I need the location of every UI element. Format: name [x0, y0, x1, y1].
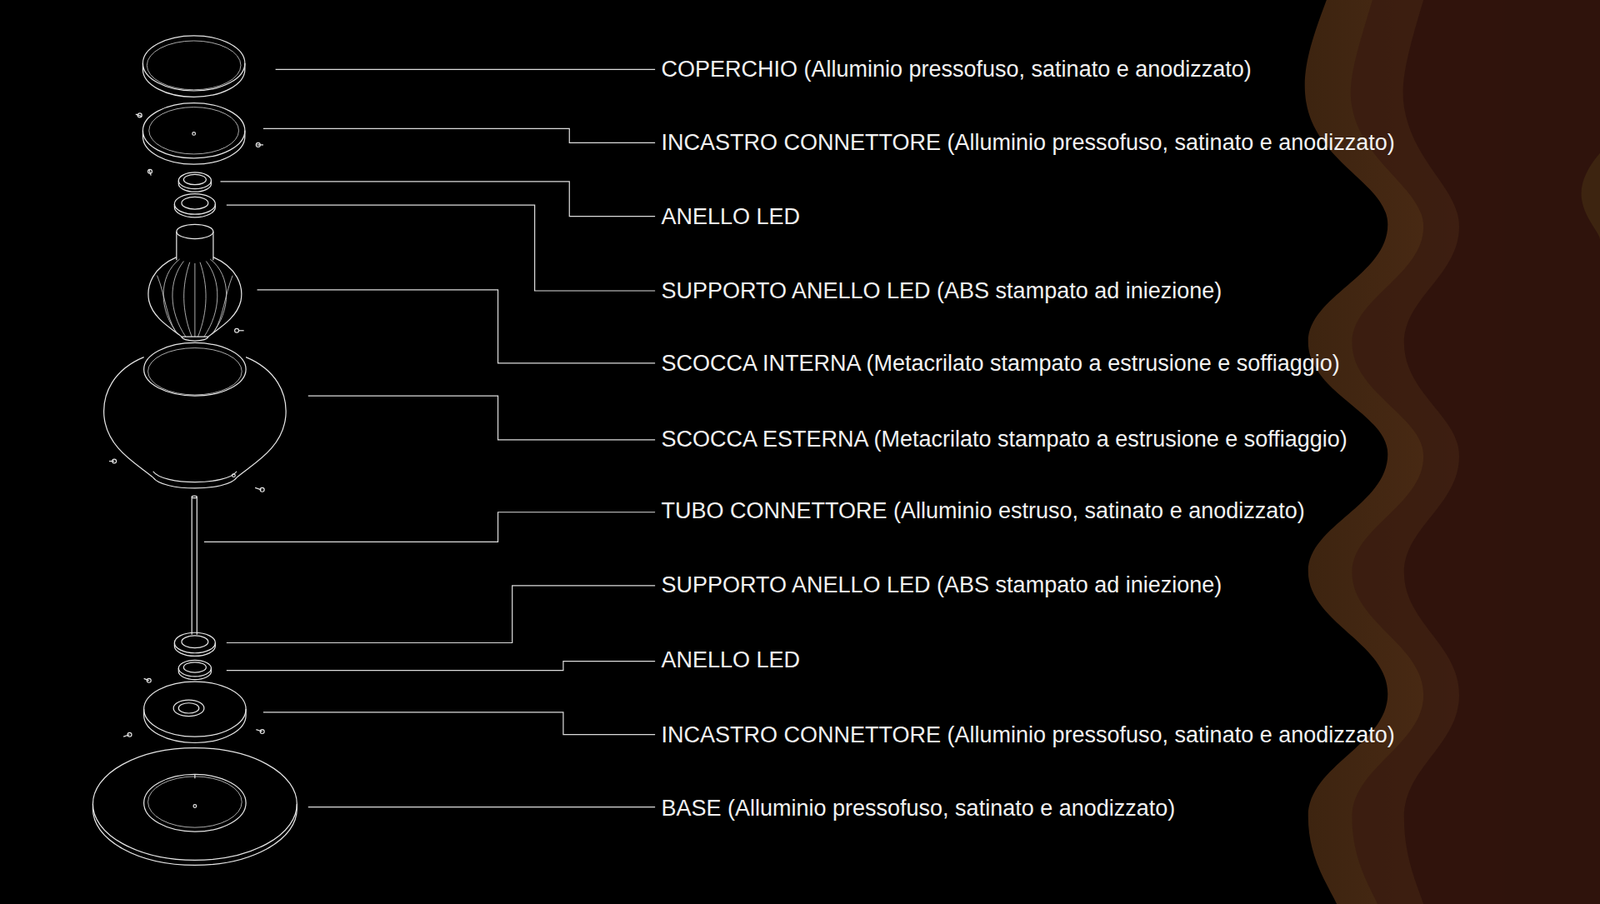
inner-shell [148, 224, 245, 341]
part-label: TUBO CONNETTORE (Alluminio estruso, sati… [660, 497, 1305, 525]
wave-right [1581, 153, 1600, 240]
led-support-bottom [174, 632, 215, 656]
part-label: SCOCCA ESTERNA (Metacrilato stampato a e… [660, 425, 1347, 453]
part-label: SUPPORTO ANELLO LED (ABS stampato ad ini… [660, 277, 1222, 305]
part-label: COPERCHIO (Alluminio pressofuso, satinat… [660, 55, 1251, 83]
part-label: BASE (Alluminio pressofuso, satinato e a… [660, 795, 1175, 822]
part-label: SUPPORTO ANELLO LED (ABS stampato ad ini… [660, 571, 1222, 599]
wave-inner [1403, 0, 1600, 904]
cover [142, 35, 245, 97]
part-label: INCASTRO CONNETTORE (Alluminio pressofus… [660, 721, 1395, 749]
connector-bottom [123, 678, 265, 743]
connector-top [135, 103, 264, 176]
led-ring-bottom [178, 660, 211, 680]
led-support-top [174, 194, 215, 218]
part-label: ANELLO LED [660, 646, 800, 674]
connector-tube [191, 495, 197, 635]
part-label: ANELLO LED [660, 203, 800, 230]
base [92, 748, 297, 866]
leader-lines [204, 69, 655, 807]
part-label: INCASTRO CONNETTORE (Alluminio pressofus… [660, 129, 1395, 156]
led-ring-top [178, 172, 211, 192]
part-label: SCOCCA INTERNA (Metacrilato stampato a e… [660, 350, 1340, 377]
outer-shell [104, 342, 286, 492]
